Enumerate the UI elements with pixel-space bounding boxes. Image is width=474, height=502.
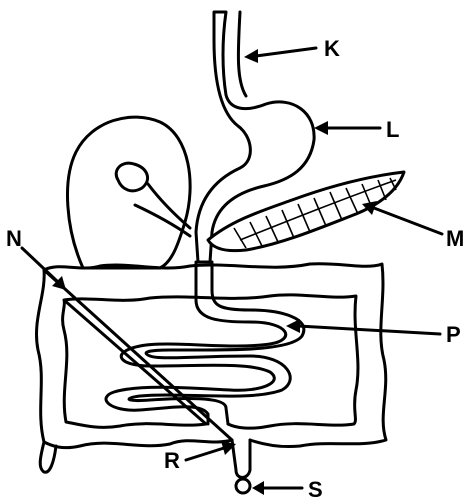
label-n: N [6,226,22,251]
arrow-r [186,448,224,460]
label-p: P [446,322,461,347]
arrow-n [22,248,58,282]
label-m: M [446,226,464,251]
label-l: L [386,117,399,142]
arrowhead-s [252,481,264,495]
large-intestine-inner [63,295,358,428]
arrowhead-l [314,121,328,135]
label-r: R [164,448,180,473]
gall-bladder [116,163,147,191]
small-intestine [106,262,304,424]
arrowhead-p [286,319,300,333]
arrow-p [298,326,440,334]
oesophagus-inner-line [238,12,246,96]
anus [236,479,250,493]
arrow-k [256,48,316,56]
label-s: S [308,477,323,502]
rectum [232,440,250,478]
arrowhead-k [244,49,258,63]
label-k: K [324,36,340,61]
arrow-m [374,208,442,234]
liver [68,117,191,268]
